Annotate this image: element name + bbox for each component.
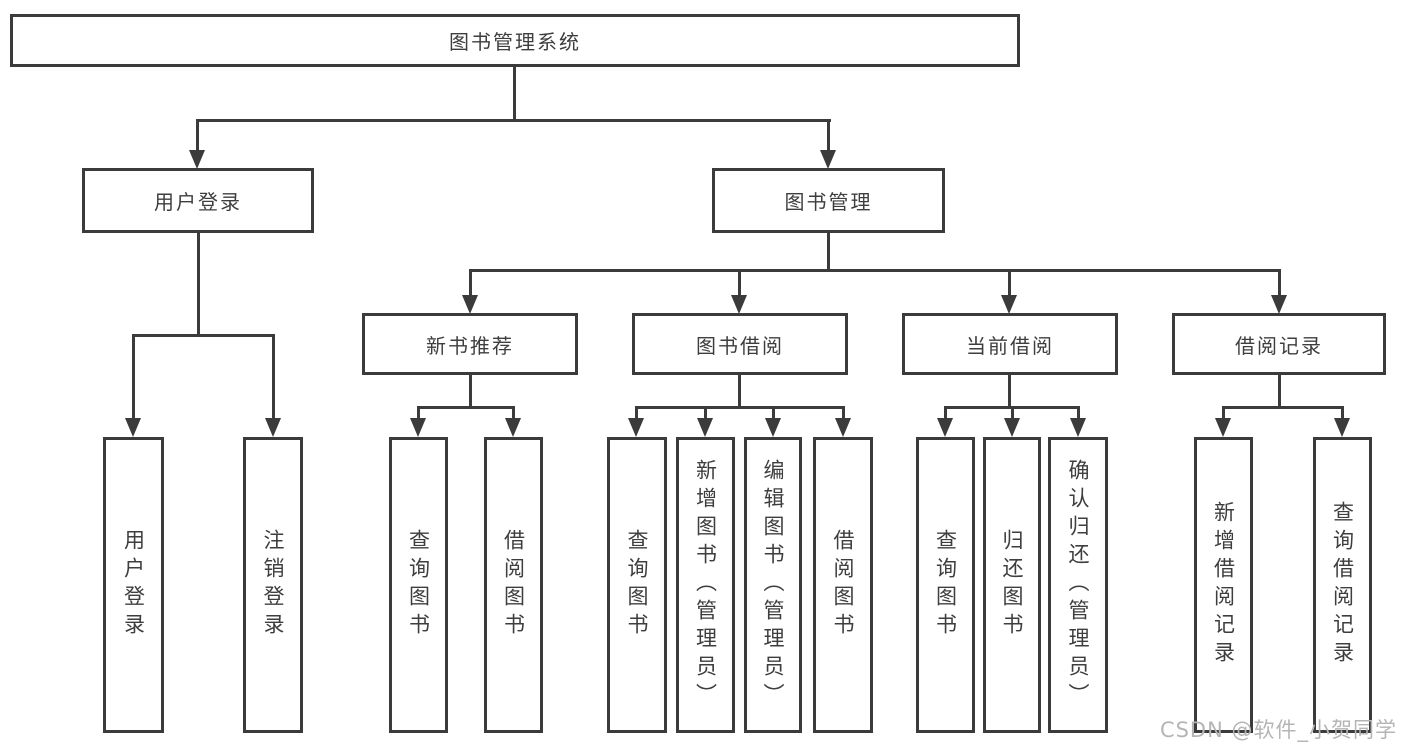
connector-stem-borrow-records bbox=[1278, 269, 1281, 296]
node-book-management-label: 图书管理 bbox=[784, 190, 873, 214]
leaf-records-query-record-label: 查询借阅记录 bbox=[1330, 501, 1355, 669]
connector-stem-leaf-user-login bbox=[132, 334, 135, 420]
connector-stem-borrow-add bbox=[704, 406, 707, 420]
connector-stem-records-query bbox=[1341, 406, 1344, 420]
connector-stem-book-borrow bbox=[738, 269, 741, 296]
connector-stem-book-management bbox=[827, 119, 830, 151]
arrowhead-borrow-edit bbox=[765, 418, 781, 437]
arrowhead-book-borrow bbox=[731, 295, 747, 314]
node-new-book-recommend-label: 新书推荐 bbox=[426, 333, 514, 358]
leaf-records-add-record-label: 新增借阅记录 bbox=[1211, 501, 1236, 669]
node-book-borrow-label: 图书借阅 bbox=[696, 333, 784, 358]
node-new-book-recommend: 新书推荐 bbox=[362, 313, 578, 375]
connector-stem-records-add bbox=[1222, 406, 1225, 420]
connector-book-borrow-bus bbox=[635, 406, 845, 409]
connector-stem-current-query bbox=[944, 406, 947, 420]
connector-stem-user-login bbox=[196, 119, 199, 151]
node-user-login-label: 用户登录 bbox=[154, 190, 242, 214]
leaf-current-confirm-return-admin: 确认归还（管理员） bbox=[1048, 437, 1108, 733]
leaf-current-query-books: 查询图书 bbox=[916, 437, 975, 733]
connector-stem-recommend-query bbox=[417, 406, 420, 420]
node-book-management: 图书管理 bbox=[712, 168, 945, 233]
leaf-borrow-edit-books-admin: 编辑图书（管理员） bbox=[744, 437, 802, 733]
arrowhead-current-return bbox=[1004, 418, 1020, 437]
leaf-records-query-record: 查询借阅记录 bbox=[1313, 437, 1372, 733]
connector-stem-borrow-edit bbox=[772, 406, 775, 420]
node-current-borrow: 当前借阅 bbox=[902, 313, 1118, 375]
connector-current-borrow-trunk bbox=[1008, 375, 1011, 407]
connector-level2-bus bbox=[469, 269, 1281, 272]
node-library-system: 图书管理系统 bbox=[10, 14, 1020, 67]
node-borrow-records-label: 借阅记录 bbox=[1235, 333, 1323, 358]
connector-borrow-records-trunk bbox=[1278, 375, 1281, 407]
connector-stem-new-book-recommend bbox=[469, 269, 472, 296]
leaf-current-return-books: 归还图书 bbox=[983, 437, 1041, 733]
leaf-user-login: 用户登录 bbox=[103, 437, 164, 733]
node-current-borrow-label: 当前借阅 bbox=[966, 333, 1054, 358]
arrowhead-borrow-query bbox=[628, 418, 644, 437]
leaf-borrow-edit-books-admin-label: 编辑图书（管理员） bbox=[761, 459, 785, 711]
connector-stem-current-borrow bbox=[1008, 269, 1011, 296]
leaf-user-login-label: 用户登录 bbox=[121, 529, 146, 641]
csdn-watermark: CSDN @软件_小贺同学 bbox=[1159, 718, 1397, 742]
node-library-system-label: 图书管理系统 bbox=[449, 30, 581, 54]
leaf-borrow-add-books-admin: 新增图书（管理员） bbox=[676, 437, 735, 733]
connector-user-login-trunk bbox=[197, 233, 200, 335]
connector-book-borrow-trunk bbox=[738, 375, 741, 407]
leaf-current-query-books-label: 查询图书 bbox=[933, 529, 958, 641]
connector-root-trunk bbox=[513, 66, 516, 120]
arrowhead-recommend-query bbox=[410, 418, 426, 437]
connector-new-book-recommend-bus bbox=[417, 406, 515, 409]
arrowhead-user-login bbox=[189, 150, 205, 169]
node-borrow-records: 借阅记录 bbox=[1172, 313, 1386, 375]
leaf-current-confirm-return-admin-label: 确认归还（管理员） bbox=[1066, 459, 1090, 711]
leaf-recommend-query-books-label: 查询图书 bbox=[406, 529, 431, 641]
arrowhead-current-confirm bbox=[1070, 418, 1086, 437]
connector-stem-borrow-borrow bbox=[842, 406, 845, 420]
connector-stem-current-confirm bbox=[1077, 406, 1080, 420]
arrowhead-borrow-borrow bbox=[835, 418, 851, 437]
leaf-borrow-borrow-books-label: 借阅图书 bbox=[831, 529, 855, 641]
leaf-recommend-borrow-books: 借阅图书 bbox=[484, 437, 543, 733]
leaf-records-add-record: 新增借阅记录 bbox=[1194, 437, 1253, 733]
node-user-login: 用户登录 bbox=[82, 168, 314, 233]
arrowhead-recommend-borrow bbox=[505, 418, 521, 437]
arrowhead-new-book-recommend bbox=[462, 295, 478, 314]
leaf-logout-login-label: 注销登录 bbox=[261, 529, 285, 641]
connector-stem-recommend-borrow bbox=[512, 406, 515, 420]
connector-user-login-bus bbox=[132, 334, 274, 337]
arrowhead-borrow-records bbox=[1271, 295, 1287, 314]
connector-stem-current-return bbox=[1011, 406, 1014, 420]
leaf-borrow-borrow-books: 借阅图书 bbox=[813, 437, 873, 733]
arrowhead-records-query bbox=[1334, 418, 1350, 437]
leaf-borrow-add-books-admin-label: 新增图书（管理员） bbox=[693, 459, 718, 711]
node-book-borrow: 图书借阅 bbox=[632, 313, 848, 375]
connector-stem-leaf-logout bbox=[272, 334, 275, 420]
arrowhead-borrow-add bbox=[697, 418, 713, 437]
connector-level1-bus bbox=[196, 119, 831, 122]
connector-book-management-trunk bbox=[827, 233, 830, 270]
arrowhead-current-borrow bbox=[1001, 295, 1017, 314]
connector-borrow-records-bus bbox=[1222, 406, 1344, 409]
connector-stem-borrow-query bbox=[635, 406, 638, 420]
arrowhead-current-query bbox=[937, 418, 953, 437]
leaf-borrow-query-books-label: 查询图书 bbox=[625, 529, 649, 641]
leaf-current-return-books-label: 归还图书 bbox=[1000, 529, 1024, 641]
arrowhead-leaf-user-login bbox=[125, 418, 141, 437]
leaf-logout-login: 注销登录 bbox=[243, 437, 303, 733]
connector-new-book-recommend-trunk bbox=[469, 375, 472, 407]
leaf-recommend-query-books: 查询图书 bbox=[389, 437, 448, 733]
arrowhead-records-add bbox=[1215, 418, 1231, 437]
arrowhead-leaf-logout bbox=[265, 418, 281, 437]
leaf-recommend-borrow-books-label: 借阅图书 bbox=[501, 529, 526, 641]
arrowhead-book-management bbox=[820, 150, 836, 169]
leaf-borrow-query-books: 查询图书 bbox=[607, 437, 667, 733]
